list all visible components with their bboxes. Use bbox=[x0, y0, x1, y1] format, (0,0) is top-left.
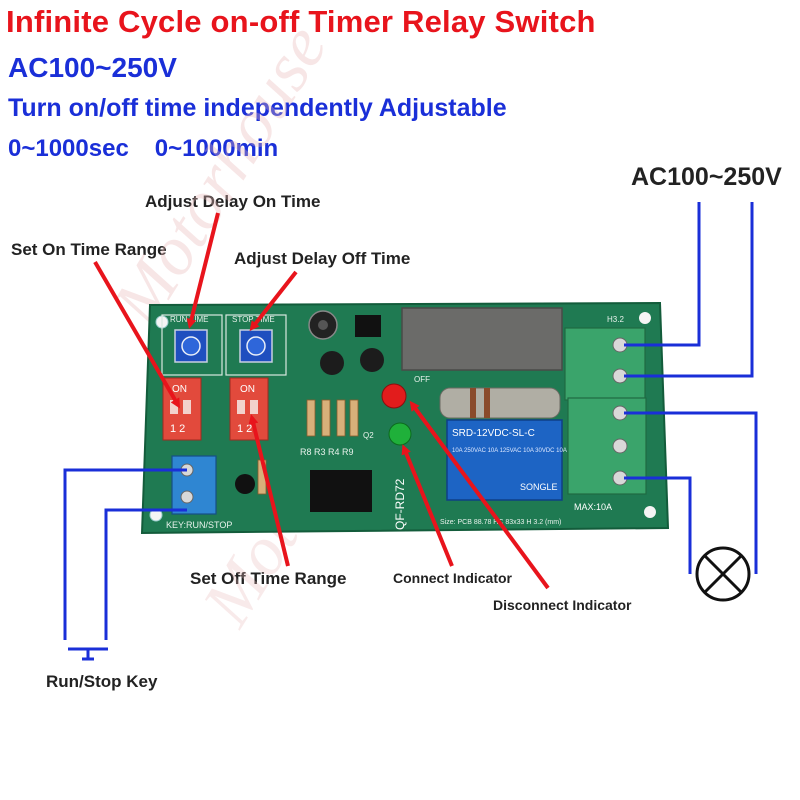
arrow-connect bbox=[401, 444, 454, 567]
relay-model: SRD-12VDC-SL-C bbox=[452, 428, 535, 439]
transistor-2 bbox=[360, 348, 384, 372]
resistor bbox=[306, 399, 316, 437]
relay-rating: 10A 250VAC 10A 125VAC 10A 30VDC 10A 28VD… bbox=[452, 448, 588, 454]
key-silk: KEY:RUN/STOP bbox=[166, 520, 232, 530]
resistor-labels: R8 R3 R4 R9 bbox=[300, 447, 354, 457]
annotation-arrows bbox=[93, 212, 550, 590]
power-module bbox=[401, 307, 563, 371]
resistor bbox=[349, 399, 359, 437]
dip-nums-left: 1 2 bbox=[170, 423, 185, 435]
power-terminal-block bbox=[564, 327, 646, 401]
off-range-dip-switch[interactable] bbox=[229, 377, 269, 441]
voltage-subtitle: AC100~250V bbox=[8, 52, 177, 83]
transistor-1 bbox=[320, 351, 344, 375]
power-resistor bbox=[439, 387, 561, 419]
arrow-disconnect bbox=[409, 400, 550, 590]
arrow-set-on-range bbox=[93, 260, 181, 409]
relay-brand: SONGLE bbox=[520, 482, 558, 492]
lamp-icon bbox=[695, 546, 751, 602]
dip-nums-right: 1 2 bbox=[237, 423, 252, 435]
connect-led bbox=[388, 422, 412, 446]
relay bbox=[446, 419, 563, 501]
timer-ic bbox=[310, 470, 372, 512]
range-min: 0~1000min bbox=[154, 135, 279, 162]
max-current: MAX:10A bbox=[574, 502, 612, 512]
key-wires bbox=[63, 468, 187, 640]
pcb-board: RUN TIME STOP TIME ON 1 2 ON 1 2 R8 R3 R… bbox=[140, 301, 670, 535]
page-title: Infinite Cycle on-off Timer Relay Switch bbox=[6, 4, 596, 39]
arrow-set-off-range bbox=[248, 414, 290, 567]
h32-silk: H3.2 bbox=[607, 315, 624, 324]
ac-input-label: AC100~250V bbox=[631, 163, 782, 191]
dip-on-right: ON bbox=[240, 384, 255, 395]
watermark-top: Motorhouse bbox=[98, 12, 342, 339]
connect-indicator-label: Connect Indicator bbox=[393, 570, 513, 586]
dip-on-left: ON bbox=[172, 384, 187, 395]
off-mark: OFF bbox=[414, 375, 430, 384]
run-stop-key-label: Run/Stop Key bbox=[46, 672, 158, 691]
disconnect-led bbox=[381, 383, 407, 409]
disconnect-indicator-label: Disconnect Indicator bbox=[493, 597, 632, 613]
q2-mark: Q2 bbox=[363, 431, 374, 440]
time-range-subtitle: 0~1000sec 0~1000min bbox=[8, 135, 304, 163]
arrow-adjust-on bbox=[186, 212, 220, 329]
arrow-adjust-off bbox=[249, 270, 298, 332]
set-on-range-label: Set On Time Range bbox=[11, 240, 167, 259]
set-off-range-label: Set Off Time Range bbox=[190, 569, 347, 588]
model-silk: QF-RD72 bbox=[393, 478, 407, 530]
adjust-on-label: Adjust Delay On Time bbox=[145, 192, 321, 211]
key-terminal-block bbox=[171, 455, 217, 515]
ac-wires bbox=[624, 202, 758, 574]
resistor bbox=[336, 399, 346, 437]
stop-time-silk: STOP TIME bbox=[232, 315, 275, 324]
resistor bbox=[321, 399, 331, 437]
feature-subtitle: Turn on/off time independently Adjustabl… bbox=[8, 94, 507, 122]
range-sec: 0~1000sec bbox=[8, 135, 129, 162]
transistor-3 bbox=[235, 474, 255, 494]
switch-key-icon bbox=[68, 647, 108, 661]
adjust-off-label: Adjust Delay Off Time bbox=[234, 249, 411, 268]
regulator-chip bbox=[355, 315, 381, 337]
